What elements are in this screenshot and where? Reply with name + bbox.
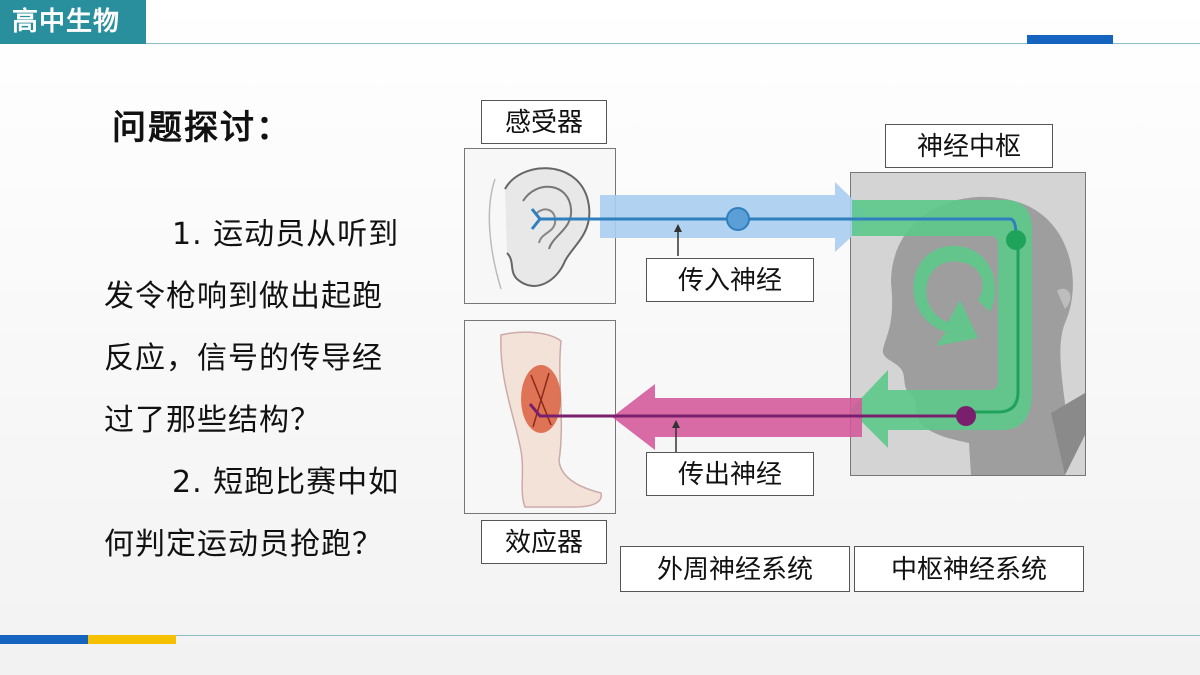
- question-1-line: 反应，信号的传导经: [104, 341, 383, 376]
- page-heading: 问题探讨：: [112, 108, 292, 148]
- afferent-ending: [530, 208, 542, 230]
- central-label: 中枢神经系统: [854, 546, 1084, 592]
- question-2-line: 何判定运动员抢跑？: [104, 527, 383, 562]
- peripheral-label: 外周神经系统: [620, 546, 850, 592]
- afferent-pointer-head: [674, 224, 682, 232]
- bottom-divider: [0, 635, 1200, 636]
- center-neuron-2: [956, 406, 976, 426]
- bottom-accent-yellow: [88, 635, 176, 644]
- receptor-label: 感受器: [481, 100, 607, 144]
- ear-photo: [464, 148, 616, 304]
- question-text: 1. 运动员从听到 发令枪响到做出起跑 反应，信号的传导经 过了那些结构？ 2.…: [104, 204, 422, 576]
- afferent-label: 传入神经: [646, 258, 814, 302]
- efferent-nerve-line: [528, 403, 966, 418]
- efferent-label: 传出神经: [646, 452, 814, 496]
- question-2-first-line: 2. 短跑比赛中如: [172, 465, 400, 500]
- top-divider: [146, 43, 1200, 44]
- question-1-line: 发令枪响到做出起跑: [104, 279, 383, 314]
- afferent-ganglion: [726, 207, 750, 231]
- subject-tag: 高中生物: [0, 0, 146, 44]
- top-accent-bar: [1027, 35, 1113, 44]
- center-label: 神经中枢: [885, 124, 1053, 168]
- effector-label: 效应器: [481, 520, 607, 564]
- ear-icon: [488, 167, 591, 290]
- center-interneuron: [968, 242, 1020, 414]
- question-1-first-line: 1. 运动员从听到: [172, 217, 400, 252]
- efferent-pointer-head: [672, 420, 680, 428]
- inner-loop-arrow: [913, 245, 996, 346]
- question-1-line: 过了那些结构？: [104, 403, 321, 438]
- bottom-accent-blue: [0, 635, 88, 644]
- center-neuron-1: [1006, 230, 1026, 250]
